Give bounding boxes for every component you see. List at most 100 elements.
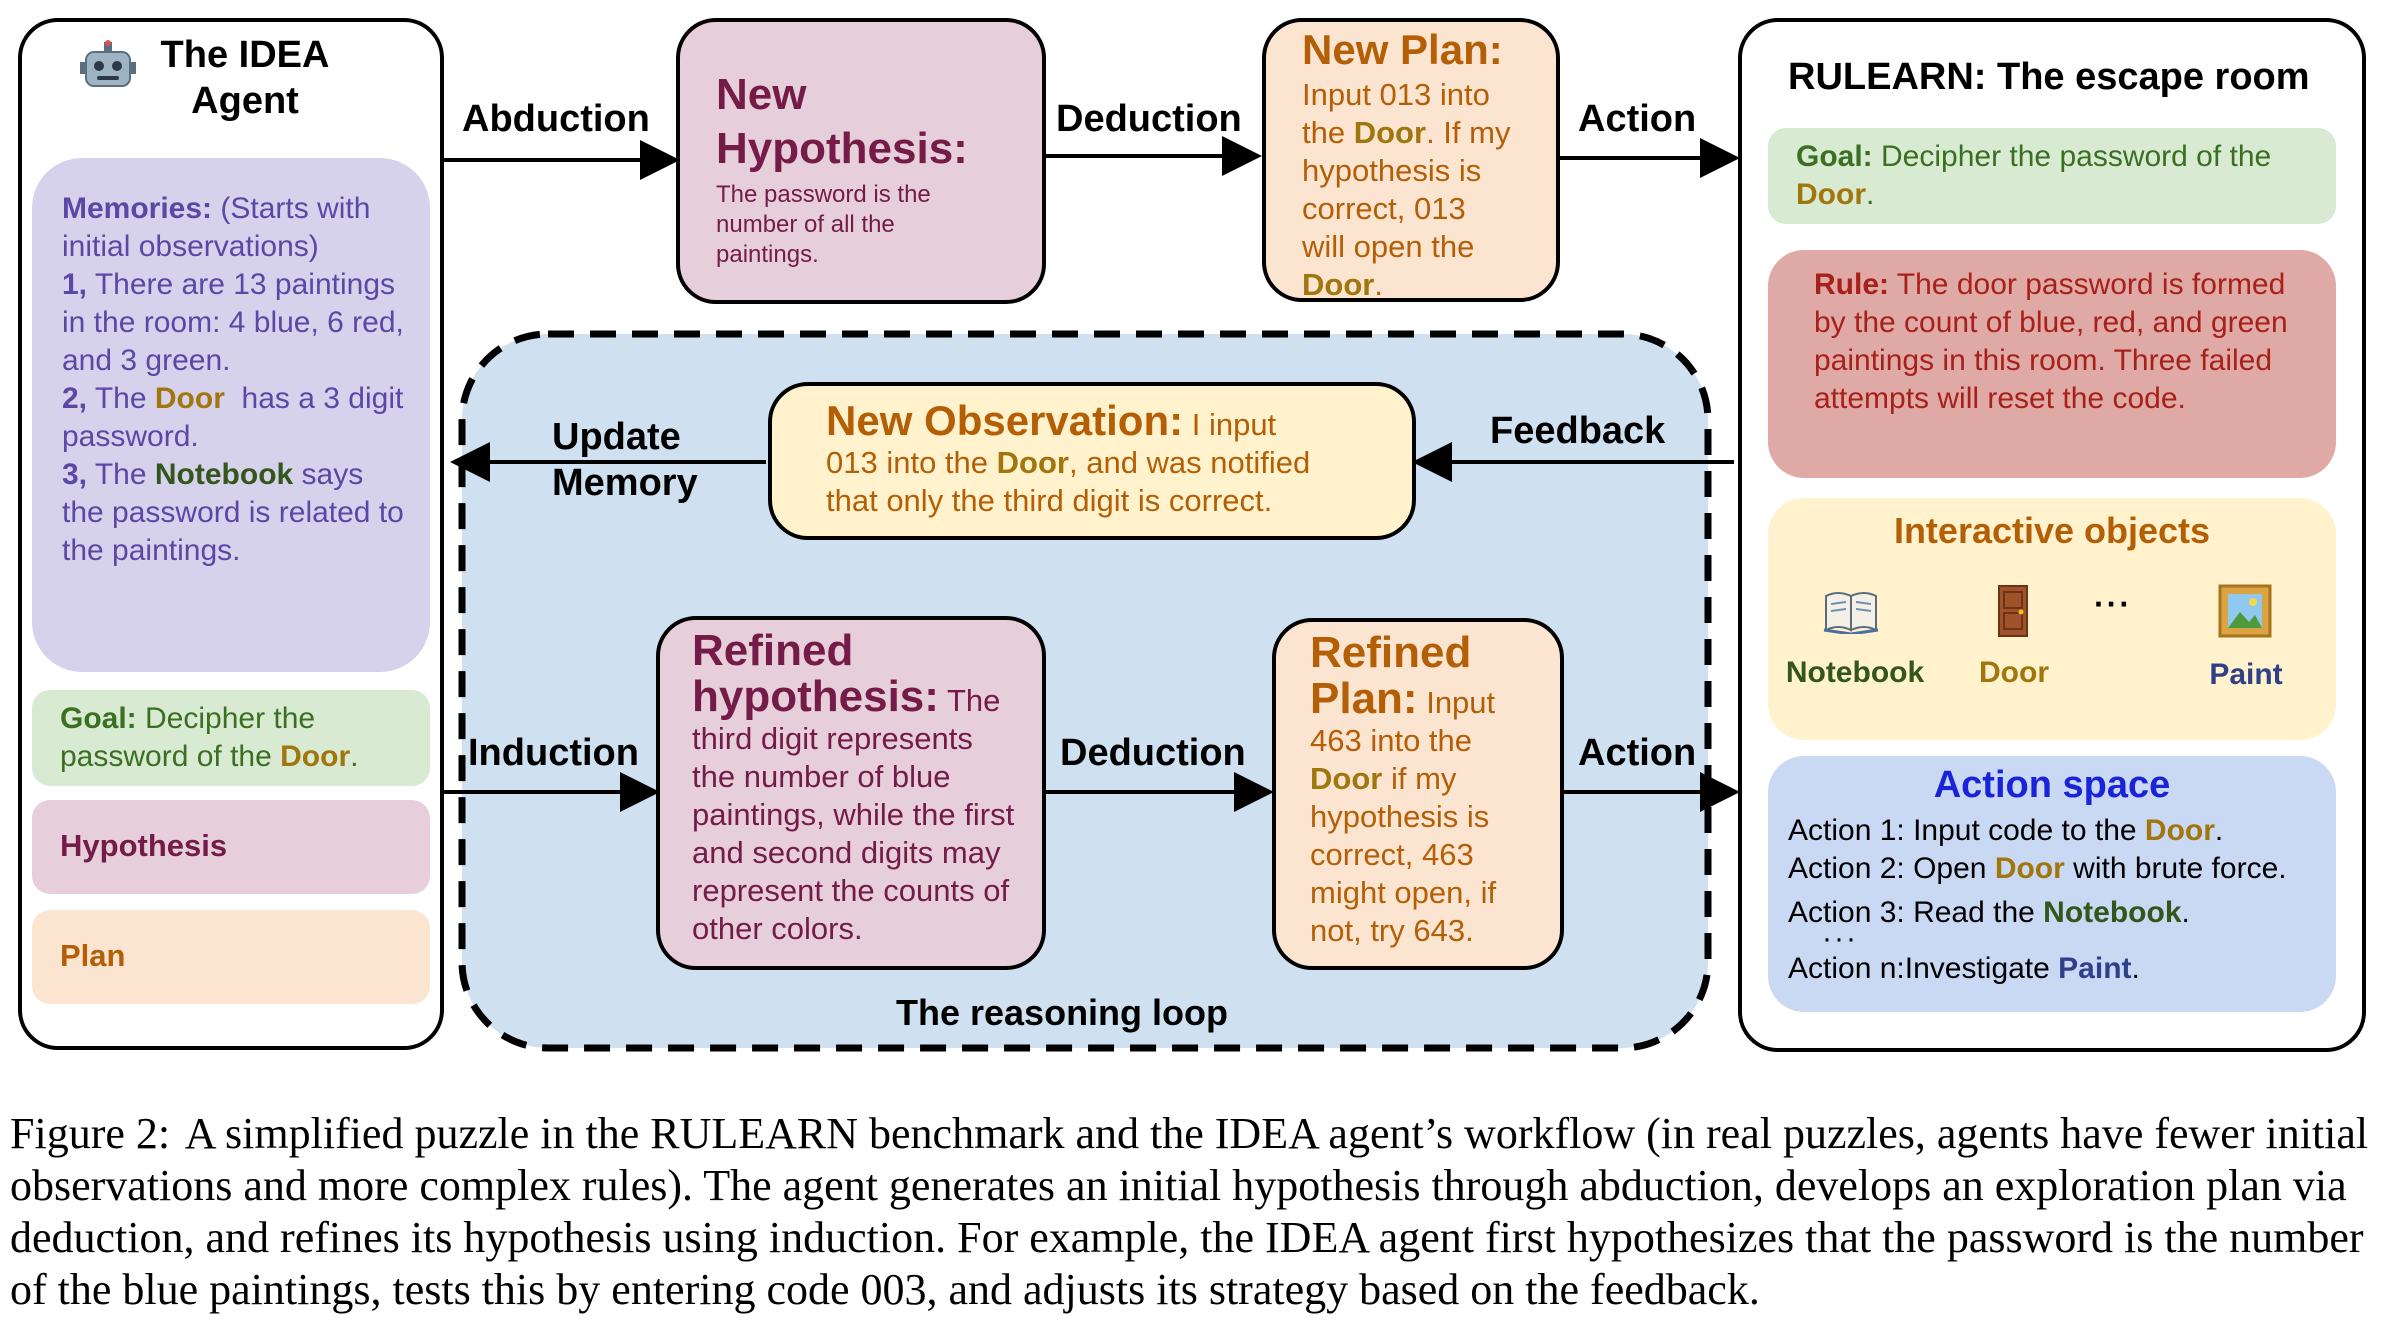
agent-goal-door: Door: [280, 740, 351, 773]
agent-goal-label: Goal:: [60, 702, 137, 735]
action-2-pre: Action 2: Open: [1788, 852, 1987, 885]
new-hypothesis-title-2: Hypothesis:: [716, 124, 968, 173]
action-1-end: .: [2214, 814, 2224, 847]
new-observation-text1: I input: [1191, 407, 1277, 442]
action-n-end: .: [2131, 952, 2140, 985]
action-1-pre: Action 1: Input code to the: [1788, 814, 2137, 847]
objects-ellipsis: ···: [2094, 586, 2132, 622]
memory-2-post: has a 3 digit password.: [62, 382, 404, 453]
refined-hypothesis-line-4: and second digits may: [692, 835, 1001, 870]
new-plan-line4: correct, 013: [1302, 191, 1466, 226]
painting-icon: [2218, 584, 2272, 638]
new-observation-text2-pre: 013 into the: [826, 445, 989, 480]
action-top-label: Action: [1578, 98, 1697, 140]
new-hypothesis-box: New Hypothesis: The password is the numb…: [676, 18, 1046, 304]
refined-plan-line-3: hypothesis is: [1310, 799, 1490, 834]
action-2-end: with brute force.: [2073, 852, 2287, 885]
notebook-icon: [1823, 592, 1879, 634]
agent-goal-panel: Goal: Decipher the password of the Door.: [32, 690, 430, 786]
action-bottom-label: Action: [1578, 732, 1697, 774]
new-hypothesis-text: The password is the number of all the pa…: [716, 181, 931, 268]
refined-plan-line-5: might open, if: [1310, 875, 1497, 910]
refined-hypothesis-line-1: third digit represents: [692, 721, 973, 756]
agent-title: The IDEA Agent: [160, 34, 330, 122]
deduction-bottom-label: Deduction: [1060, 732, 1246, 774]
figure-caption-text: A simplified puzzle in the RULEARN bench…: [10, 1109, 2369, 1314]
env-goal-panel: Goal: Decipher the password of the Door.: [1768, 128, 2336, 224]
action-3-pre: Action 3: Read the: [1788, 896, 2035, 929]
memories-panel: Memories: (Starts with initial observati…: [32, 158, 430, 672]
interactive-objects-title: Interactive objects: [1893, 510, 2211, 551]
feedback-label: Feedback: [1490, 410, 1666, 452]
refined-hypothesis-text-first: The: [946, 683, 1001, 718]
action-space-panel: Action space Action 1: Input code to the…: [1768, 756, 2336, 1012]
memory-3-notebook: Notebook: [154, 458, 294, 491]
new-plan-end: .: [1374, 267, 1383, 302]
action-dots: ···: [1822, 922, 1858, 955]
memory-1-text: There are 13 paintings in the room: 4 bl…: [62, 268, 404, 377]
update-memory-line1: Update: [552, 416, 681, 458]
new-plan-line3: hypothesis is: [1302, 153, 1482, 188]
action-3-end: .: [2181, 896, 2190, 929]
notebook-label: Notebook: [1785, 656, 1925, 689]
env-rule-text: The door password is formed by the count…: [1814, 268, 2288, 415]
door-label: Door: [1979, 656, 2049, 689]
paint-label: Paint: [2209, 658, 2283, 691]
new-observation-door: Door: [996, 445, 1069, 480]
new-plan-door: Door: [1353, 115, 1427, 150]
refined-plan-title-1: Refined: [1310, 628, 1472, 677]
agent-plan-panel: Plan: [32, 910, 430, 1004]
new-observation-title: New Observation:: [826, 397, 1184, 444]
abduction-label: Abduction: [462, 98, 650, 140]
action-1-door: Door: [2144, 814, 2215, 847]
refined-plan-title-2: Plan:: [1310, 674, 1418, 723]
figure-label: Figure 2:: [10, 1109, 171, 1158]
refined-plan-line-4: correct, 463: [1310, 837, 1474, 872]
new-plan-line1: Input 013 into: [1302, 77, 1490, 112]
reasoning-loop-label: The reasoning loop: [896, 992, 1229, 1033]
agent-hypothesis-label: Hypothesis: [60, 828, 228, 863]
refined-hypothesis-line-6: other colors.: [692, 911, 863, 946]
memories-label: Memories:: [62, 192, 213, 225]
new-plan-door-2: Door: [1302, 267, 1375, 302]
new-observation-text3: that only the third digit is correct.: [826, 483, 1273, 518]
memory-2-num: 2,: [62, 382, 88, 415]
agent-goal-text: Decipher the password of the: [60, 702, 316, 773]
new-observation-text2-post: , and was notified: [1068, 445, 1311, 480]
action-3-notebook: Notebook: [2043, 896, 2182, 929]
refined-hypothesis-box: Refined hypothesis: The third digit repr…: [656, 616, 1046, 970]
door-icon: [1998, 585, 2028, 637]
update-memory-label: Update Memory: [552, 414, 698, 506]
env-rule-label: Rule:: [1814, 268, 1889, 301]
memory-2-pre: The: [94, 382, 147, 415]
agent-goal-end: .: [350, 740, 359, 773]
refined-plan-door: Door: [1310, 761, 1383, 796]
env-goal-end: .: [1866, 178, 1875, 211]
refined-plan-line2-post: if my: [1390, 761, 1457, 796]
memory-3-pre: The: [94, 458, 147, 491]
deduction-top-label: Deduction: [1056, 98, 1242, 140]
action-space-title: Action space: [1933, 764, 2171, 806]
refined-plan-line-1: 463 into the: [1310, 723, 1473, 758]
memory-3-post: says the password is related to the pain…: [62, 458, 404, 567]
env-rule-panel: Rule: The door password is formed by the…: [1768, 250, 2336, 478]
refined-plan-line-6: not, try 643.: [1310, 913, 1474, 948]
refined-hypothesis-title-1: Refined: [692, 626, 854, 675]
robot-icon: [80, 40, 136, 87]
refined-hypothesis-line-3: paintings, while the first: [692, 797, 1015, 832]
memories-intro: (Starts with initial observations): [62, 192, 371, 263]
refined-hypothesis-line-5: represent the counts of: [692, 873, 1010, 908]
memory-2-door: Door: [154, 382, 225, 415]
memory-1-num: 1,: [62, 268, 88, 301]
new-observation-box: New Observation: I input 013 into the Do…: [768, 382, 1416, 540]
env-goal-label: Goal:: [1796, 140, 1873, 173]
refined-hypothesis-line-2: the number of blue: [692, 759, 951, 794]
figure-caption: Figure 2: A simplified puzzle in the RUL…: [10, 1108, 2380, 1316]
action-n-paint: Paint: [2058, 952, 2132, 985]
env-goal-door: Door: [1796, 178, 1866, 211]
new-plan-title: New Plan:: [1302, 26, 1503, 73]
update-memory-line2: Memory: [552, 462, 698, 504]
env-goal-text: Decipher the password of the: [1881, 140, 2272, 173]
refined-hypothesis-title-2: hypothesis:: [692, 672, 939, 721]
new-plan-line2-pre: the: [1302, 115, 1346, 150]
